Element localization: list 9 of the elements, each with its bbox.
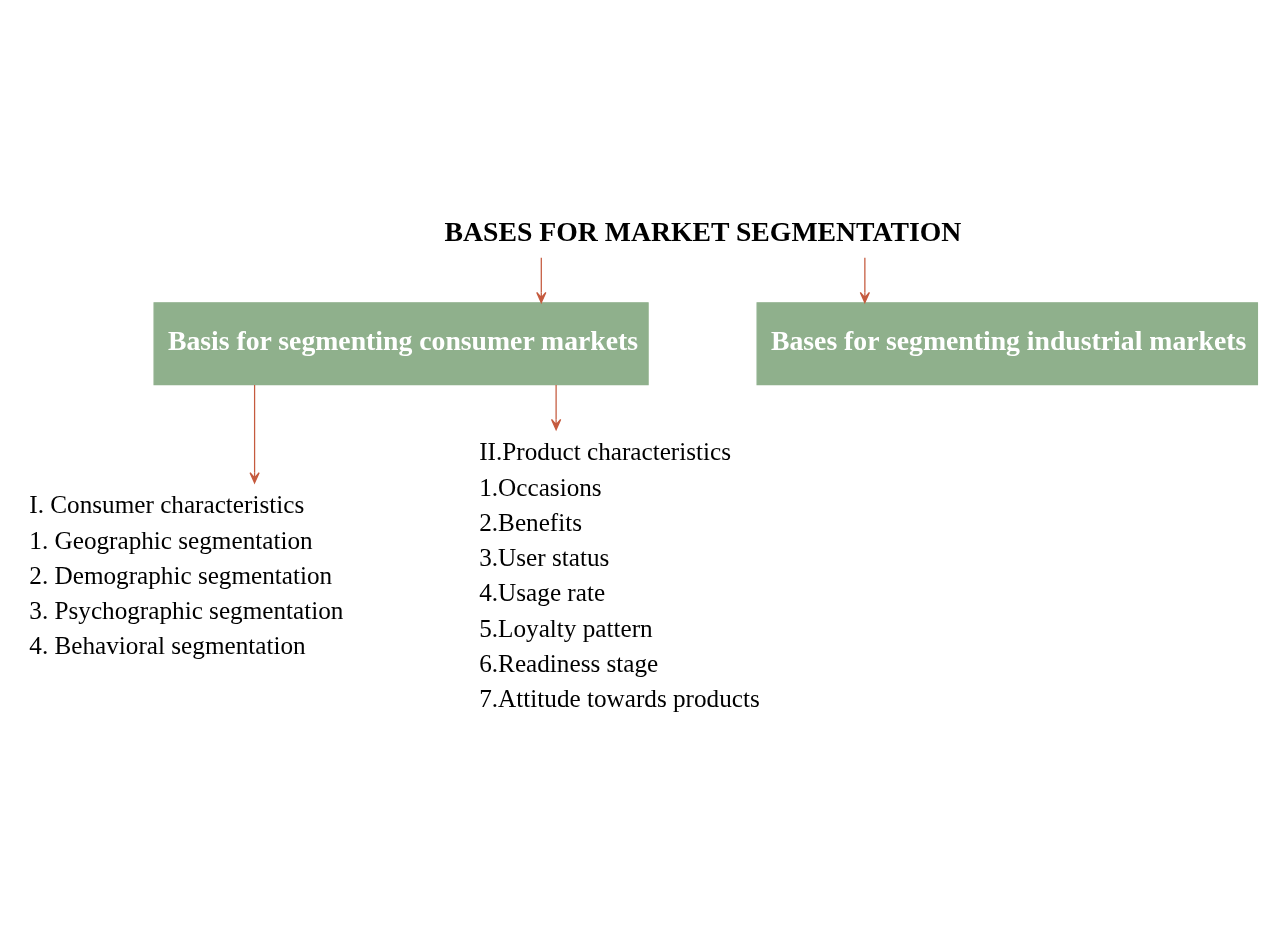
arrow <box>249 383 260 483</box>
arrow <box>536 256 547 303</box>
arrow <box>550 383 562 430</box>
node-box: Bases for segmenting industrial markets <box>756 301 1259 385</box>
node-text: BASES FOR MARKET SEGMENTATION <box>444 215 962 247</box>
node-text: I. Consumer characteristics 1. Geographic segmentation 2. Demographic segmentation 3. Psychographic segmentation 4. Behavioral segmentation <box>29 490 344 659</box>
arrow <box>859 256 871 303</box>
node-text: II.Product characteristics 1.Occasions 2.Benefits 3.User status 4.Usage rate 5.Loyalty pattern 6.Readiness stage 7.Attitude towards products <box>479 437 760 712</box>
node-box: Basis for segmenting consumer markets <box>153 301 649 385</box>
